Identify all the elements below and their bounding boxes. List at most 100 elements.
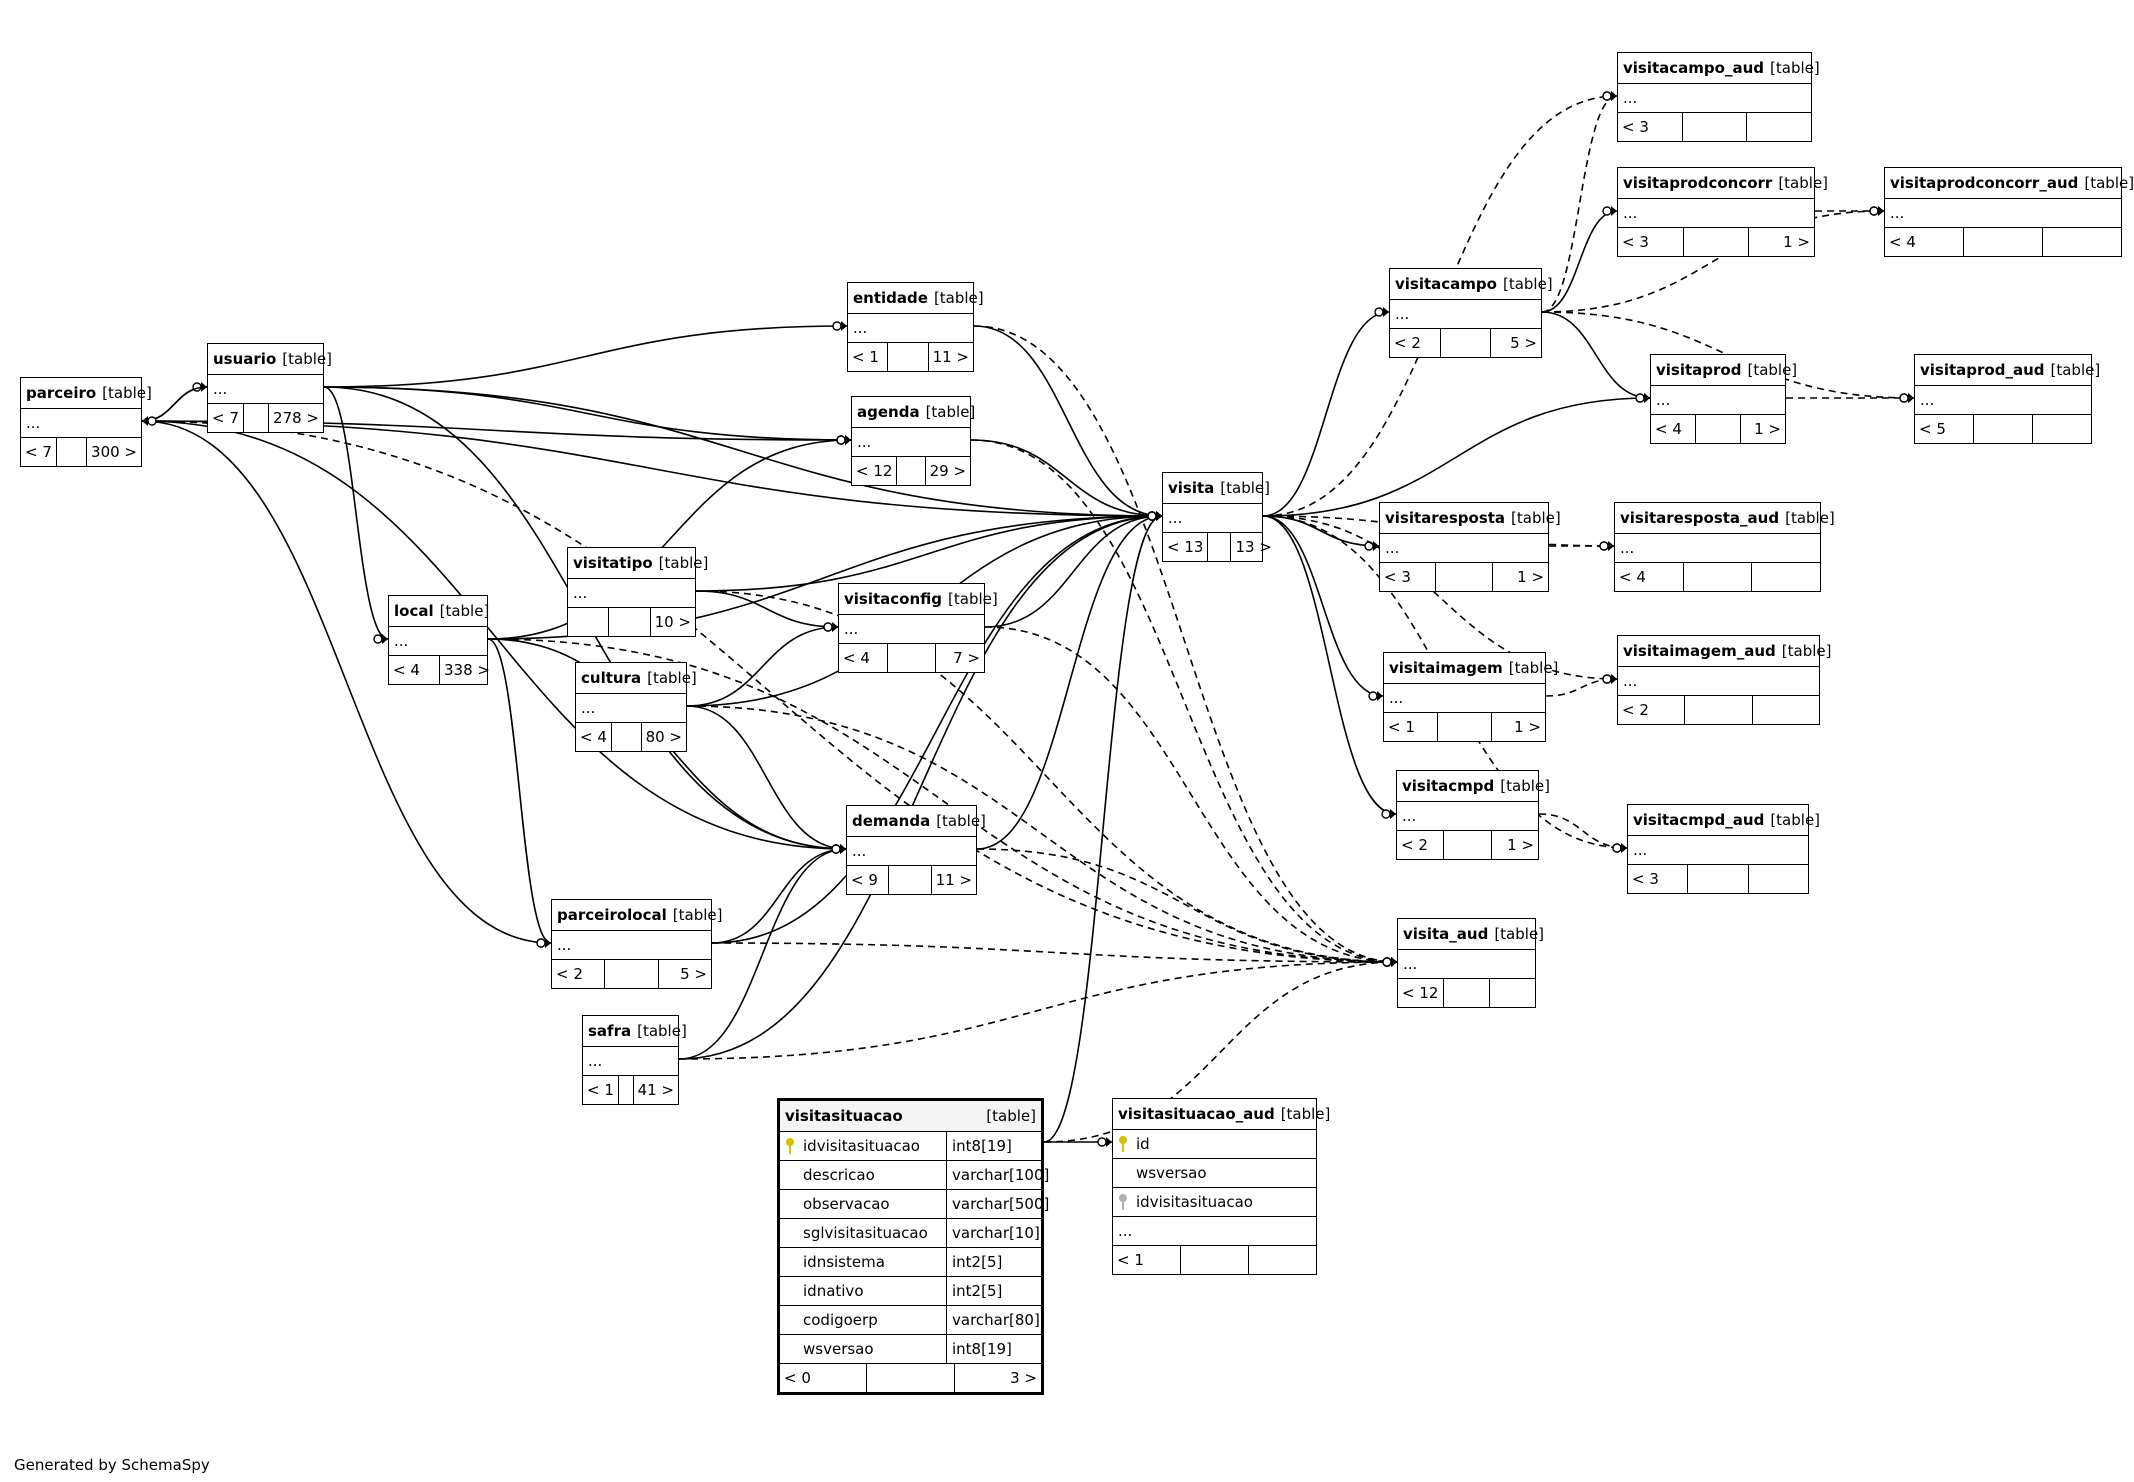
relationship-edge-agenda-visita bbox=[970, 439, 1163, 517]
table-visitatipo[interactable]: visitatipo[table] ... 10 > bbox=[567, 547, 708, 637]
child-count[interactable]: 11 > bbox=[927, 343, 973, 371]
parent-count[interactable]: < 3 bbox=[1384, 568, 1411, 586]
relationship-edge-safra-visita_aud bbox=[678, 961, 1398, 1060]
child-count[interactable]: 1 > bbox=[1491, 713, 1545, 741]
table-ellipsis: ... bbox=[1395, 305, 1410, 323]
parent-count[interactable] bbox=[568, 608, 608, 636]
parent-count[interactable]: < 1 bbox=[1117, 1251, 1144, 1269]
parent-count[interactable]: < 2 bbox=[1394, 334, 1421, 352]
parent-count[interactable]: < 3 bbox=[1632, 870, 1659, 888]
parent-count[interactable]: < 2 bbox=[1401, 836, 1428, 854]
edge-end-circle bbox=[1381, 809, 1391, 819]
column-name: descricao bbox=[803, 1166, 875, 1184]
table-visitaresposta-aud[interactable]: visitaresposta_aud[table] ... < 4 bbox=[1614, 502, 1835, 592]
child-count[interactable]: 1 > bbox=[1748, 228, 1814, 256]
table-visitaprod-aud[interactable]: visitaprod_aud[table] ... < 5 bbox=[1914, 354, 2100, 444]
parent-count[interactable]: < 9 bbox=[851, 871, 878, 889]
table-footer: < 4 7 > bbox=[839, 644, 984, 672]
child-count[interactable]: 41 > bbox=[632, 1076, 678, 1104]
child-count[interactable]: 1 > bbox=[1491, 563, 1548, 591]
child-count[interactable]: 1 > bbox=[1490, 831, 1538, 859]
table-footer: < 9 11 > bbox=[847, 866, 976, 894]
parent-count[interactable]: < 7 bbox=[25, 443, 52, 461]
child-count[interactable]: 10 > bbox=[649, 608, 695, 636]
table-header: visitaprod[table] bbox=[1651, 355, 1797, 386]
parent-count[interactable]: < 1 bbox=[852, 348, 879, 366]
column-row[interactable]: id bbox=[1113, 1130, 1316, 1159]
table-visita-aud[interactable]: visita_aud[table] ... < 12 bbox=[1397, 918, 1544, 1008]
child-count[interactable]: 338 > bbox=[439, 656, 494, 684]
child-count[interactable]: 80 > bbox=[640, 723, 686, 751]
parent-count[interactable]: < 4 bbox=[843, 649, 870, 667]
table-tag: [table] bbox=[1785, 509, 1835, 527]
parent-count[interactable]: < 2 bbox=[1622, 701, 1649, 719]
table-visitacmpd-aud[interactable]: visitacmpd_aud[table] ... < 3 bbox=[1627, 804, 1820, 894]
parent-count[interactable]: < 3 bbox=[1622, 118, 1649, 136]
table-name: visitasituacao bbox=[785, 1107, 903, 1125]
table-visitacampo-aud[interactable]: visitacampo_aud[table] ... < 3 bbox=[1617, 52, 1820, 142]
parent-count[interactable]: < 4 bbox=[1889, 233, 1916, 251]
table-footer-spacer bbox=[242, 404, 268, 432]
table-visitasituacao-aud[interactable]: visitasituacao_aud[table] id wsversao id… bbox=[1112, 1098, 1330, 1275]
parent-count[interactable]: < 4 bbox=[1619, 568, 1646, 586]
child-count[interactable]: 11 > bbox=[930, 866, 976, 894]
child-count[interactable]: 13 > bbox=[1230, 533, 1275, 561]
table-name: visitaresposta bbox=[1385, 509, 1506, 527]
column-row[interactable]: idvisitasituacao bbox=[1113, 1188, 1316, 1217]
child-count[interactable]: 5 > bbox=[657, 960, 711, 988]
edge-end-circle bbox=[1374, 307, 1384, 317]
child-count[interactable]: 7 > bbox=[935, 644, 984, 672]
parent-count[interactable]: < 13 bbox=[1167, 538, 1204, 556]
parent-count[interactable]: < 5 bbox=[1919, 420, 1946, 438]
parent-count[interactable]: < 7 bbox=[212, 409, 239, 427]
parent-count[interactable]: < 3 bbox=[1622, 233, 1649, 251]
table-tag: [table] bbox=[1770, 811, 1821, 829]
parent-count[interactable]: < 4 bbox=[393, 661, 420, 679]
child-count[interactable]: 29 > bbox=[924, 457, 970, 485]
parent-count[interactable]: < 4 bbox=[580, 728, 607, 746]
child-count[interactable]: 300 > bbox=[86, 438, 141, 466]
parent-count[interactable]: < 4 bbox=[1655, 420, 1682, 438]
parent-count[interactable]: < 1 bbox=[587, 1081, 614, 1099]
child-count[interactable]: 1 > bbox=[1740, 415, 1785, 443]
column-row[interactable]: wsversao bbox=[1113, 1159, 1316, 1188]
parent-count[interactable]: < 2 bbox=[556, 965, 583, 983]
parent-count[interactable]: < 1 bbox=[1388, 718, 1415, 736]
table-tag: [table] bbox=[1770, 59, 1820, 77]
child-count[interactable]: 278 > bbox=[268, 404, 323, 432]
parent-count[interactable]: < 12 bbox=[856, 462, 893, 480]
child-count[interactable]: 3 > bbox=[953, 1364, 1041, 1392]
table-visitaprodconcorr-aud[interactable]: visitaprodconcorr_aud[table] ... < 4 bbox=[1884, 167, 2134, 257]
table-visitaimagem-aud[interactable]: visitaimagem_aud[table] ... < 2 bbox=[1617, 635, 1831, 725]
column-name: id bbox=[1136, 1135, 1150, 1153]
child-count[interactable]: 5 > bbox=[1490, 329, 1541, 357]
parent-count[interactable]: < 12 bbox=[1402, 984, 1439, 1002]
parent-count[interactable]: < 0 bbox=[784, 1369, 811, 1387]
